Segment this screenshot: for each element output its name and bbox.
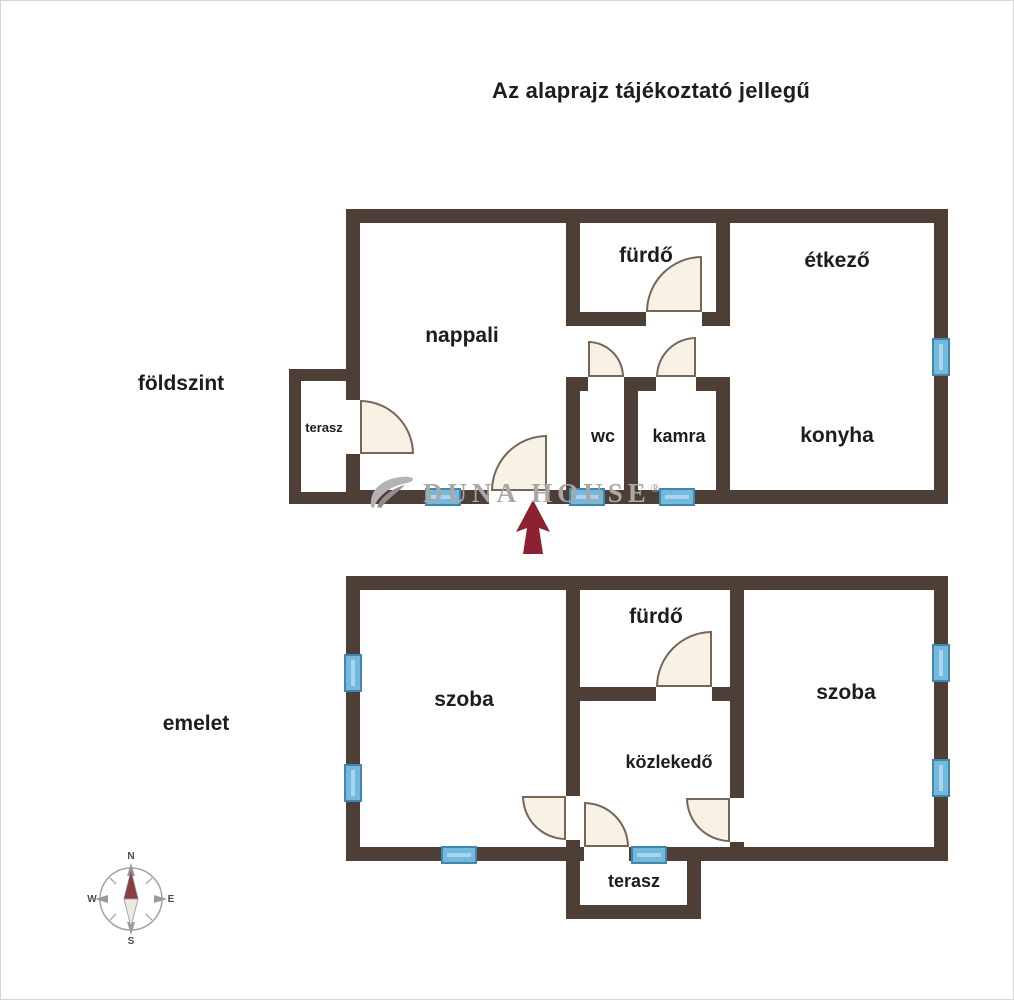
wall-segment — [566, 861, 580, 919]
window-marker — [569, 488, 605, 506]
wall-segment — [346, 209, 360, 400]
room-label-terasz-ground: terasz — [305, 420, 343, 435]
compass-s-label: S — [128, 936, 135, 945]
window-marker — [425, 488, 461, 506]
room-label-etkezo: étkező — [804, 249, 870, 272]
watermark-name: DUNA HOUSE — [423, 477, 651, 508]
wall-segment — [687, 861, 701, 919]
wall-segment — [934, 576, 948, 861]
entrance-arrow-icon — [514, 498, 552, 561]
door-swing — [584, 802, 629, 847]
window-marker — [631, 846, 667, 864]
room-label-szoba-right: szoba — [816, 681, 876, 704]
plan-title: Az alaprajz tájékoztató jellegű — [492, 78, 810, 103]
room-label-konyha: konyha — [800, 424, 874, 447]
compass-e-label: E — [168, 894, 175, 905]
compass-w-label: W — [87, 894, 97, 905]
door-swing — [522, 796, 566, 840]
wall-segment — [289, 492, 346, 504]
wall-segment — [346, 576, 948, 590]
door-swing — [656, 631, 712, 687]
window-marker — [344, 654, 362, 692]
duna-house-watermark: DUNA HOUSE® — [367, 473, 660, 513]
leaf-logo-icon — [370, 476, 414, 508]
wall-segment — [566, 377, 580, 504]
wall-segment — [629, 847, 948, 861]
ground-floor-label: földszint — [137, 372, 225, 395]
wall-segment — [289, 369, 301, 504]
wall-segment — [624, 391, 638, 490]
wall-segment — [730, 842, 744, 861]
room-label-furdo-ground: fürdő — [619, 244, 673, 267]
registered-mark: ® — [650, 480, 660, 495]
room-label-nappali: nappali — [425, 324, 499, 347]
watermark-text: DUNA HOUSE® — [423, 478, 660, 509]
wall-segment — [547, 490, 948, 504]
wall-segment — [716, 377, 730, 504]
wall-segment — [566, 840, 580, 861]
window-marker — [659, 488, 695, 506]
room-label-szoba-left: szoba — [434, 688, 494, 711]
wall-segment — [346, 576, 360, 861]
window-marker — [932, 338, 950, 376]
upper-floor-label: emelet — [162, 712, 230, 735]
wall-segment — [346, 209, 948, 223]
window-marker — [932, 644, 950, 682]
wall-segment — [566, 223, 580, 326]
room-label-furdo-upper: fürdő — [629, 605, 683, 628]
wall-segment — [566, 687, 656, 701]
window-marker — [932, 759, 950, 797]
door-swing — [686, 798, 730, 842]
room-label-kamra: kamra — [652, 426, 706, 446]
compass-n-label: N — [127, 851, 134, 862]
window-marker — [344, 764, 362, 802]
room-label-terasz-upper: terasz — [607, 871, 661, 891]
wall-segment — [566, 905, 701, 919]
wall-segment — [712, 687, 744, 701]
window-marker — [441, 846, 477, 864]
wall-segment — [289, 369, 360, 381]
wall-segment — [624, 377, 656, 391]
wall-segment — [566, 312, 646, 326]
wall-segment — [716, 223, 730, 326]
room-label-kozlekedo: közlekedő — [625, 752, 713, 772]
room-label-wc: wc — [590, 426, 615, 446]
compass-rose-icon: N S W E — [87, 849, 175, 950]
wall-segment — [702, 312, 730, 326]
